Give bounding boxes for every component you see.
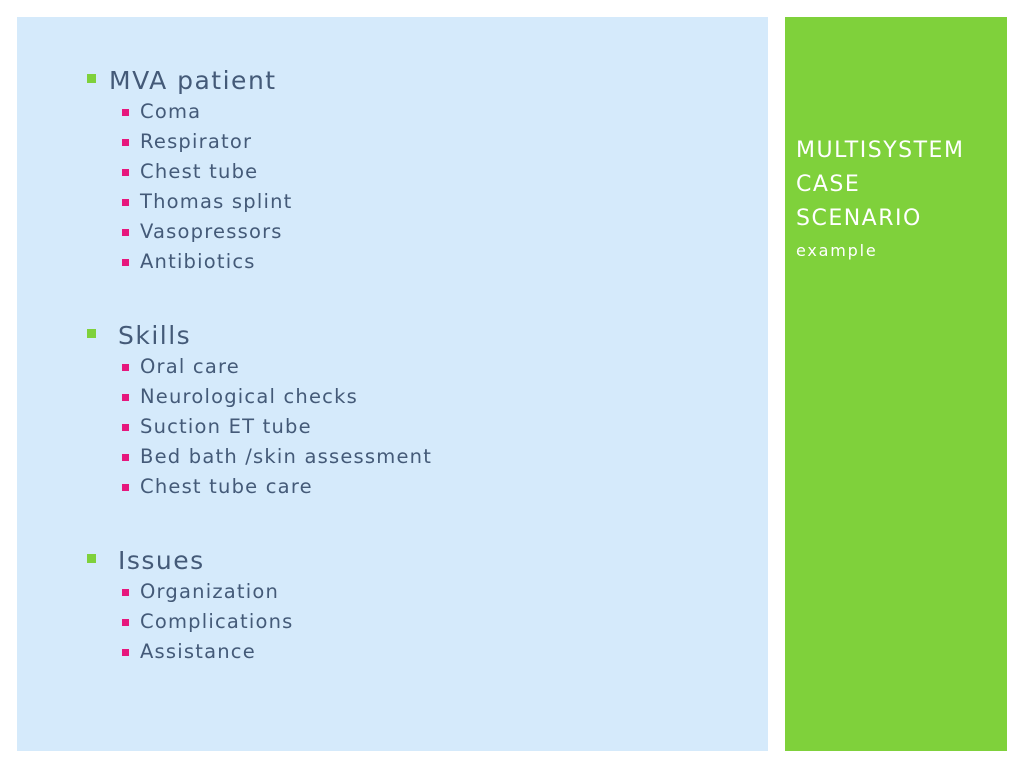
pink-square-bullet-icon [122, 424, 129, 431]
green-square-bullet-icon [87, 74, 96, 83]
pink-square-bullet-icon [122, 364, 129, 371]
list-item-label: Thomas splint [140, 190, 293, 213]
green-square-bullet-icon [87, 329, 96, 338]
content-panel: MVA patient Coma Respirator Chest tube T… [17, 17, 768, 751]
list-item-label: Oral care [140, 355, 240, 378]
list-item-label: Antibiotics [140, 250, 256, 273]
title-panel: MULTISYSTEM CASE SCENARIO example [785, 17, 1007, 751]
list-item-label: Assistance [140, 640, 256, 663]
green-square-bullet-icon [87, 554, 96, 563]
list-item-label: Respirator [140, 130, 253, 153]
pink-square-bullet-icon [122, 109, 129, 116]
pink-square-bullet-icon [122, 199, 129, 206]
section-heading: MVA patient [109, 66, 277, 95]
section-heading: Skills [118, 321, 192, 350]
pink-square-bullet-icon [122, 394, 129, 401]
list-item-label: Suction ET tube [140, 415, 312, 438]
pink-square-bullet-icon [122, 229, 129, 236]
list-item-label: Complications [140, 610, 294, 633]
slide-title: MULTISYSTEM CASE SCENARIO [796, 134, 1001, 236]
slide-subtitle: example [796, 241, 878, 260]
list-item-label: Neurological checks [140, 385, 358, 408]
list-item-label: Organization [140, 580, 280, 603]
pink-square-bullet-icon [122, 139, 129, 146]
slide-title-line: CASE [796, 172, 861, 197]
pink-square-bullet-icon [122, 169, 129, 176]
slide-title-line: MULTISYSTEM [796, 138, 965, 163]
list-item-label: Chest tube care [140, 475, 313, 498]
list-item-label: Bed bath /skin assessment [140, 445, 433, 468]
slide-title-line: SCENARIO [796, 206, 922, 231]
pink-square-bullet-icon [122, 484, 129, 491]
pink-square-bullet-icon [122, 649, 129, 656]
pink-square-bullet-icon [122, 259, 129, 266]
section-heading: Issues [118, 546, 205, 575]
pink-square-bullet-icon [122, 589, 129, 596]
pink-square-bullet-icon [122, 454, 129, 461]
list-item-label: Coma [140, 100, 202, 123]
pink-square-bullet-icon [122, 619, 129, 626]
list-item-label: Vasopressors [140, 220, 283, 243]
list-item-label: Chest tube [140, 160, 259, 183]
